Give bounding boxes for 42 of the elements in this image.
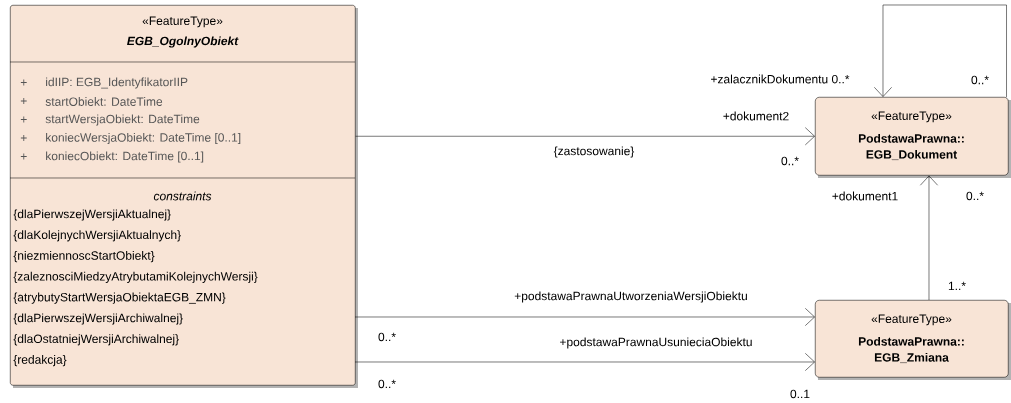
attribute-text: startObiekt: DateTime	[45, 97, 163, 106]
compartment-heading: constraints	[153, 191, 212, 201]
edge-label: {zastosowanie}	[553, 146, 635, 158]
role-label: +zalacznikDokumentu 0..*	[711, 74, 850, 84]
multiplicity-label: 0..*	[781, 156, 799, 166]
attribute-text: koniecWersjaObiekt: DateTime [0..1]	[46, 132, 241, 145]
association-arrow	[354, 353, 815, 371]
class-name: PodstawaPrawna:: EGB_Dokument	[858, 133, 964, 161]
association-arrow	[920, 175, 938, 301]
association-arrow	[354, 308, 815, 326]
multiplicity-label: 0..*	[966, 191, 984, 201]
multiplicity-label: 0..1	[790, 389, 810, 399]
constraint-text: {dlaPierwszejWersjiAktualnej}	[13, 209, 171, 221]
attribute-text: startWersjaObiekt: DateTime	[45, 114, 200, 126]
multiplicity-label: 0..*	[971, 75, 989, 85]
visibility-mark: +	[20, 135, 27, 141]
multiplicity-label: 0..*	[378, 379, 396, 389]
stereotype-label: «FeatureType»	[142, 16, 223, 28]
role-label: +dokument2	[723, 111, 789, 121]
constraint-text: {zaleznosciMiedzyAtrybutamiKolejnychWersji}	[13, 271, 258, 283]
class-name: PodstawaPrawna:: EGB_Zmiana	[858, 336, 964, 364]
visibility-mark: +	[20, 79, 27, 86]
class-name: EGB_OgolnyObiekt	[127, 36, 239, 48]
attribute-text: idIIP: EGB_IdentyfikatorIIP	[46, 77, 188, 89]
constraint-text: {dlaKolejnychWersjiAktualnych}	[13, 230, 181, 242]
constraint-text: {dlaPierwszejWersjiArchiwalnej}	[13, 313, 183, 325]
stereotype-label: «FeatureType»	[871, 111, 952, 123]
attribute-text: koniecObiekt: DateTime [0..1]	[46, 151, 204, 163]
association-arrow	[355, 127, 815, 146]
role-label: +dokument1	[832, 191, 898, 201]
constraint-text: {dlaOstatniejWersjiArchiwalnej}	[13, 334, 179, 346]
visibility-mark: +	[20, 153, 27, 160]
constraint-text: {niezmiennoscStartObiekt}	[13, 251, 155, 263]
constraint-text: {redakcja}	[13, 355, 67, 367]
multiplicity-label: 0..*	[378, 332, 396, 342]
role-label: +podstawaPrawnaUtworzeniaWersjiObiektu	[514, 291, 747, 303]
visibility-mark: +	[20, 116, 27, 123]
constraint-text: {atrybutyStartWersjaObiektaEGB_ZMN}	[13, 292, 226, 304]
stereotype-label: «FeatureType»	[871, 314, 952, 326]
role-label: +podstawaPrawnaUsunieciaObiektu	[560, 337, 752, 349]
association-arrow	[874, 4, 1007, 98]
visibility-mark: +	[20, 98, 27, 104]
